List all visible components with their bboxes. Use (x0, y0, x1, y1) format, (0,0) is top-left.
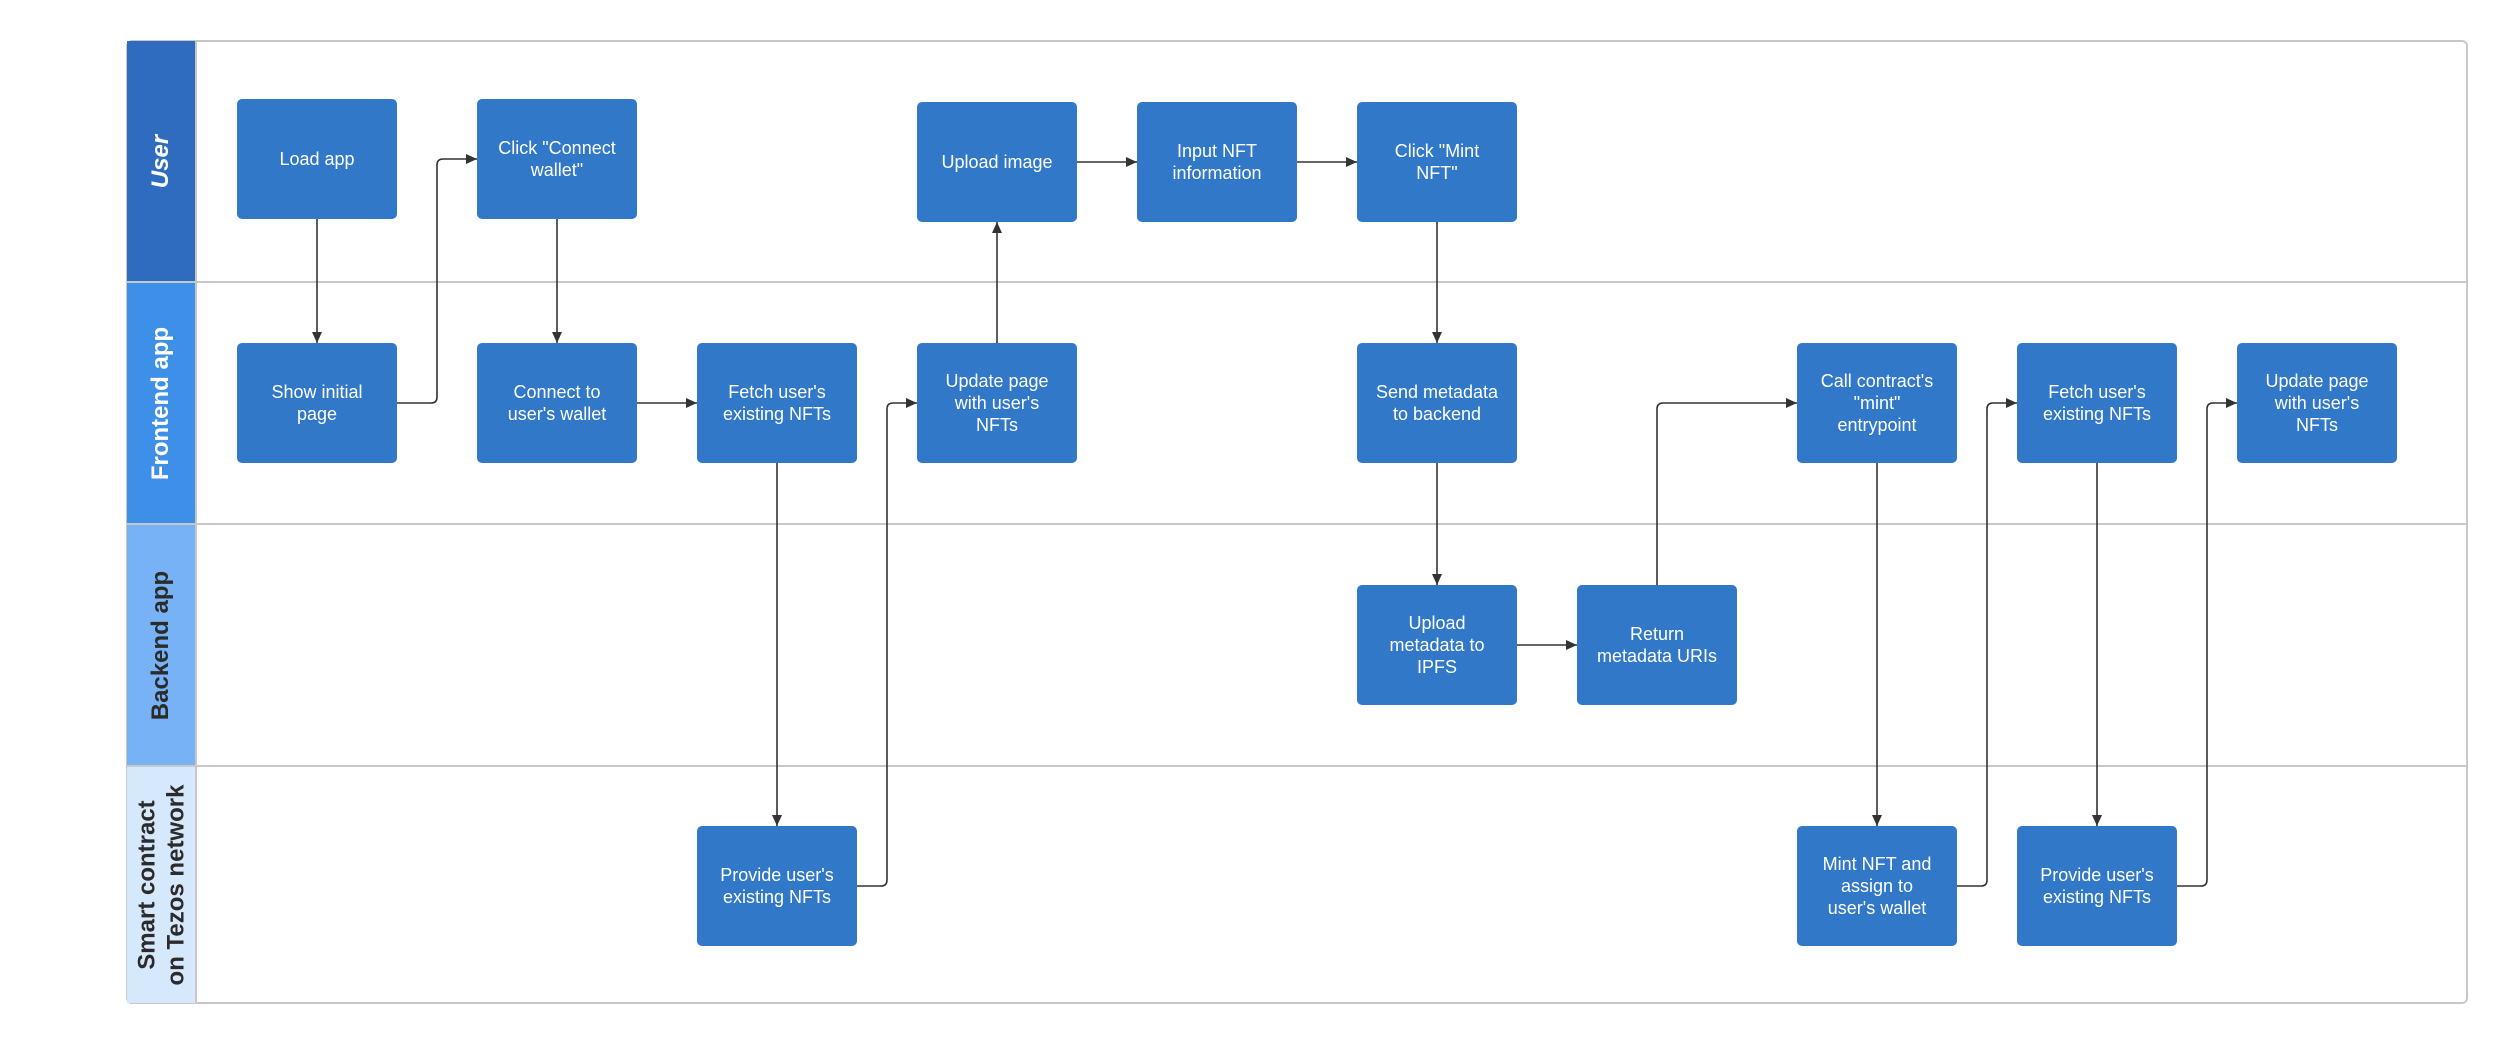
connector-mint_assign-to-fetch_nfts_2 (1957, 398, 2017, 887)
node-show-initial-page: Show initial page (237, 343, 397, 463)
lane-divider (126, 523, 2468, 525)
node-click-mint-nft: Click "Mint NFT" (1357, 102, 1517, 222)
lane-header-contract (127, 767, 195, 1003)
node-update-page-with-nfts-2: Update page with user's NFTs (2237, 343, 2397, 463)
node-input-nft-information: Input NFT information (1137, 102, 1297, 222)
lane-header-frontend (127, 283, 195, 523)
node-upload-metadata-to-ipfs: Upload metadata to IPFS (1357, 585, 1517, 705)
lane-header-user (127, 41, 195, 281)
connector-return_uris-to-call_mint (1656, 398, 1797, 585)
connector-provide_nfts_1-to-update_page_1 (857, 398, 917, 887)
node-provide-existing-nfts: Provide user's existing NFTs (697, 826, 857, 946)
connector-provide_nfts_2-to-update_page_2 (2177, 398, 2237, 887)
node-click-connect-wallet: Click "Connect wallet" (477, 99, 637, 219)
node-upload-image: Upload image (917, 102, 1077, 222)
node-connect-to-wallet: Connect to user's wallet (477, 343, 637, 463)
node-load-app: Load app (237, 99, 397, 219)
node-update-page-with-nfts: Update page with user's NFTs (917, 343, 1077, 463)
lane-header-divider (195, 41, 197, 1003)
connector-show_initial-to-click_connect (397, 154, 477, 404)
node-mint-and-assign: Mint NFT and assign to user's wallet (1797, 826, 1957, 946)
node-return-metadata-uris: Return metadata URIs (1577, 585, 1737, 705)
node-send-metadata-to-backend: Send metadata to backend (1357, 343, 1517, 463)
node-fetch-existing-nfts: Fetch user's existing NFTs (697, 343, 857, 463)
lane-divider (126, 281, 2468, 283)
node-fetch-existing-nfts-2: Fetch user's existing NFTs (2017, 343, 2177, 463)
node-call-mint-entrypoint: Call contract's "mint" entrypoint (1797, 343, 1957, 463)
lane-header-backend (127, 525, 195, 765)
lane-divider (126, 765, 2468, 767)
node-provide-existing-nfts-2: Provide user's existing NFTs (2017, 826, 2177, 946)
